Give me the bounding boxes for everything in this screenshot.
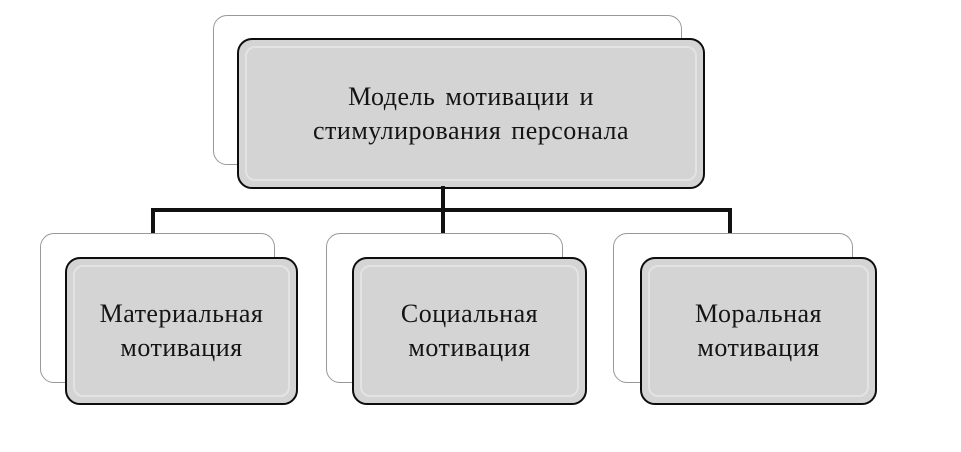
child-node-moral-box: Моральная мотивация — [640, 257, 877, 405]
root-node-label-line1: Модель мотивации и — [348, 81, 594, 111]
child-node-material-label-line2: мотивация — [120, 333, 243, 362]
root-node-box: Модель мотивации и стимулирования персон… — [237, 38, 705, 189]
connector-horizontal-bar — [151, 208, 732, 212]
child-node-material-label-line1: Материальная — [99, 299, 264, 328]
connector-left-stub — [151, 208, 155, 234]
child-node-social-box: Социальная мотивация — [352, 257, 587, 405]
child-node-material-box: Материальная мотивация — [65, 257, 298, 405]
connector-right-stub — [728, 208, 732, 234]
root-node-label-line2: стимулирования персонала — [313, 115, 629, 145]
child-node-social-label-line1: Социальная — [400, 299, 539, 328]
child-node-social-label-line2: мотивация — [408, 333, 531, 362]
child-node-moral-label-line1: Моральная — [695, 299, 822, 328]
child-node-moral-label-line2: мотивация — [697, 333, 820, 362]
